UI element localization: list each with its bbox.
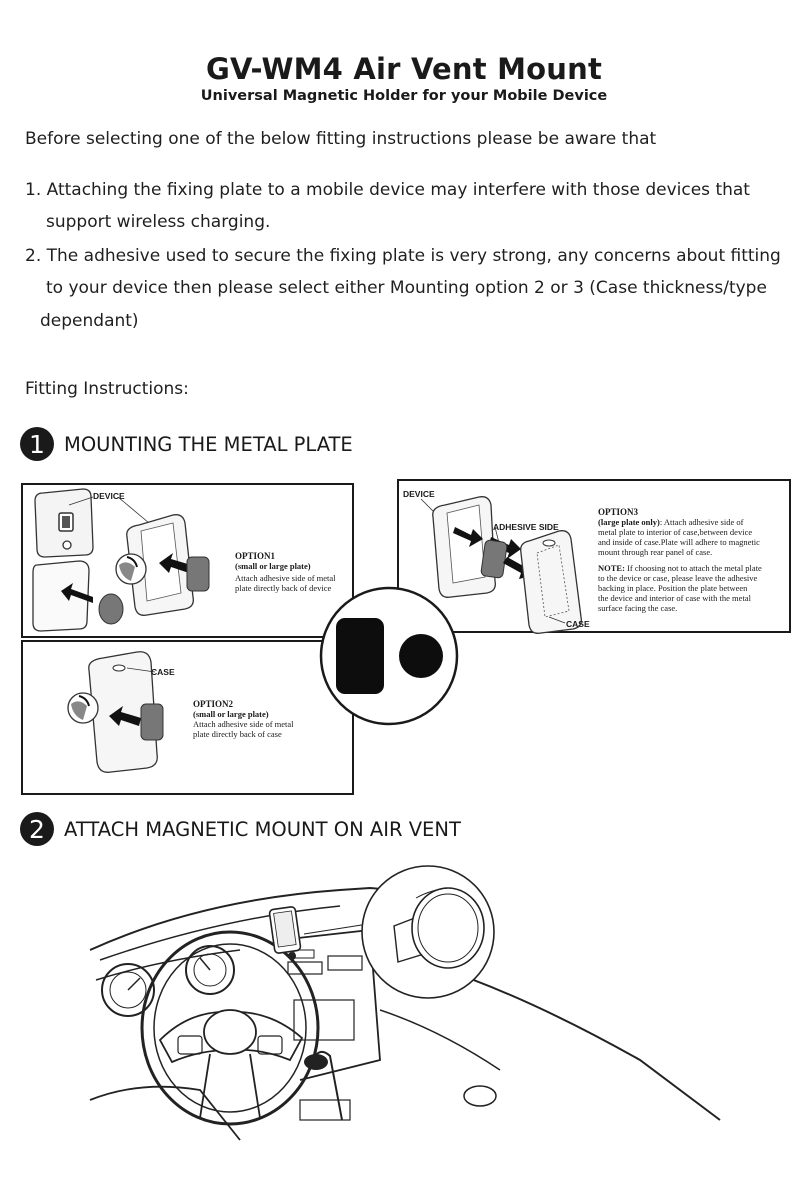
option1-text-2: plate directly back of device [235, 583, 332, 593]
option3-note-5: surface facing the case. [598, 603, 678, 613]
note-1-line-2: support wireless charging. [46, 212, 271, 232]
intro-text: Before selecting one of the below fittin… [25, 129, 657, 149]
option2-case-label: CASE [151, 667, 175, 677]
section-2-number: 2 [20, 812, 54, 846]
option3-sub-bold: (large plate only) [598, 517, 660, 527]
note-2-line-3: dependant) [40, 311, 139, 331]
option3-text-2: metal plate to interior of case,between … [598, 527, 753, 537]
option3-case-label: CASE [566, 619, 590, 629]
note-2-line-2: to your device then please select either… [46, 278, 767, 298]
section-2-heading: 2 ATTACH MAGNETIC MOUNT ON AIR VENT [20, 812, 461, 846]
option3-adhesive-label: ADHESIVE SIDE [493, 522, 559, 532]
metal-plates-circle [319, 586, 459, 726]
note-2-line-1: 2. The adhesive used to secure the fixin… [25, 246, 781, 266]
option2-text-2: plate directly back of case [193, 729, 282, 739]
option3-note-1: NOTE: If choosing not to attach the meta… [598, 563, 762, 573]
section-1-number: 1 [20, 427, 54, 461]
option2-panel: CASE OPTION2 (small or large plate) Atta… [21, 640, 354, 795]
option3-text-4: mount through rear panel of case. [598, 547, 713, 557]
option1-panel: DEVICE OPTION1 (small or large plate) At… [21, 483, 354, 638]
option1-subtitle: (small or large plate) [235, 561, 311, 571]
option1-illustration [32, 488, 210, 632]
option3-note-3: backing in place. Position the plate bet… [598, 583, 748, 593]
option3-note-4: the device and interior of case with the… [598, 593, 751, 603]
note-1-line-1: 1. Attaching the fixing plate to a mobil… [25, 180, 750, 200]
option3-panel: DEVICE ADHESIVE SIDE CASE OPTION3 (large… [397, 479, 791, 634]
option3-text-1-rest: : Attach adhesive side of [659, 517, 744, 527]
option2-subtitle: (small or large plate) [193, 709, 269, 719]
option3-text-3: and inside of case.Plate will adhere to … [598, 537, 760, 547]
option2-text-1: Attach adhesive side of metal [193, 719, 294, 729]
option1-text-1: Attach adhesive side of metal [235, 573, 336, 583]
option3-note-2: to the device or case, please leave the … [598, 573, 758, 583]
option2-title: OPTION2 [193, 699, 234, 709]
option1-device-label: DEVICE [93, 491, 125, 501]
option3-note-bold: NOTE: [598, 563, 625, 573]
option2-illustration [67, 651, 164, 773]
fitting-instructions-heading: Fitting Instructions: [25, 379, 189, 399]
option1-title: OPTION1 [235, 551, 276, 561]
option3-illustration [420, 496, 582, 634]
option3-title: OPTION3 [598, 507, 639, 517]
option3-device-label: DEVICE [403, 489, 435, 499]
option3-note-1-rest: If choosing not to attach the metal plat… [624, 563, 762, 573]
small-metal-plate-icon [399, 634, 443, 678]
large-metal-plate-icon [336, 618, 384, 694]
section-2-title: ATTACH MAGNETIC MOUNT ON AIR VENT [64, 817, 461, 841]
section-1-title: MOUNTING THE METAL PLATE [64, 432, 353, 456]
option3-text-1: (large plate only): Attach adhesive side… [598, 517, 743, 527]
section-1-heading: 1 MOUNTING THE METAL PLATE [20, 427, 353, 461]
document-subtitle: Universal Magnetic Holder for your Mobil… [200, 88, 608, 104]
magnetic-mount-closeup [361, 865, 495, 999]
document-title: GV-WM4 Air Vent Mount [205, 52, 603, 86]
